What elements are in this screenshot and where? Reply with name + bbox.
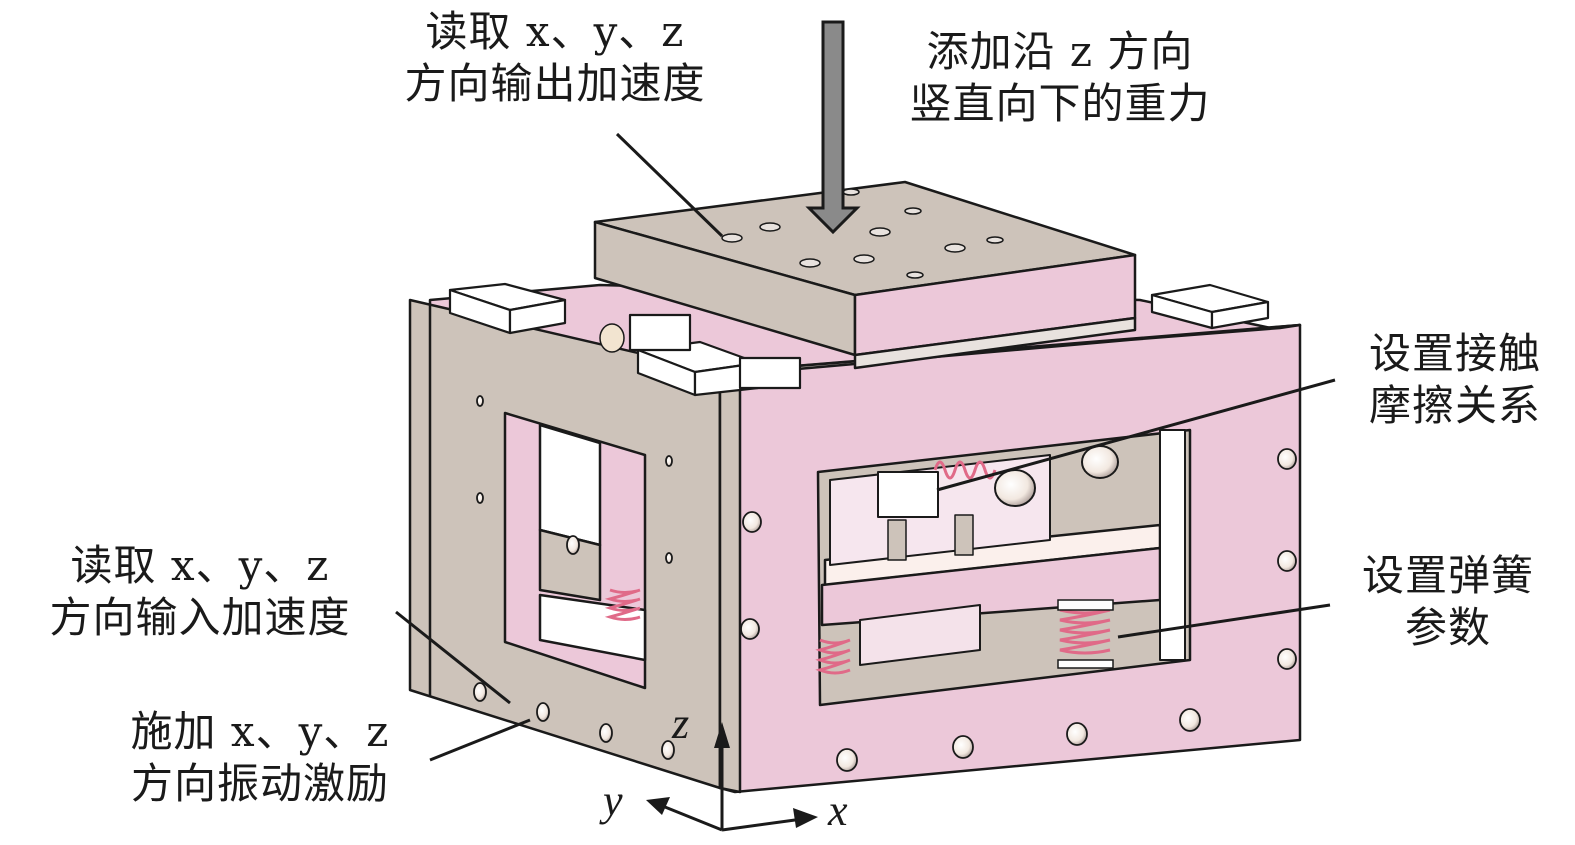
y-arrow-icon bbox=[646, 797, 670, 815]
gravity-arrow-icon bbox=[805, 20, 861, 235]
label-gravity: 添加沿 z 方向 竖直向下的重力 bbox=[860, 26, 1260, 130]
leader-contact bbox=[936, 378, 1336, 492]
leader-read-input bbox=[395, 610, 511, 705]
frame-holes bbox=[473, 395, 1297, 772]
label-line: 添加沿 z 方向 bbox=[926, 27, 1194, 76]
coordinate-axes bbox=[646, 722, 818, 832]
axis-label-z: z bbox=[672, 699, 690, 748]
box-frame bbox=[408, 283, 1302, 794]
label-line: 设置接触 bbox=[1368, 329, 1541, 378]
label-line: 设置弹簧 bbox=[1361, 551, 1534, 600]
spring-right bbox=[1059, 608, 1111, 655]
leader-lines bbox=[395, 132, 1336, 762]
clamp-blocks bbox=[448, 282, 1270, 397]
label-line: 方向输入加速度 bbox=[49, 593, 351, 642]
x-arrow-icon bbox=[793, 808, 818, 828]
label-excitation: 施加 x、y、z 方向振动激励 bbox=[90, 706, 430, 810]
label-line: 方向输出加速度 bbox=[404, 59, 706, 108]
spring-contact bbox=[933, 460, 997, 480]
leader-spring bbox=[1117, 603, 1331, 639]
leader-read-output bbox=[615, 132, 724, 238]
top-plate-holes bbox=[721, 188, 1004, 279]
label-line: 施加 x、y、z bbox=[130, 707, 390, 756]
label-line: 读取 x、y、z bbox=[70, 541, 330, 590]
axis-label-y: y bbox=[603, 776, 623, 825]
top-plate bbox=[593, 180, 1137, 370]
label-read-output: 读取 x、y、z 方向输出加速度 bbox=[355, 6, 755, 110]
z-arrow-icon bbox=[714, 722, 730, 748]
label-line: 摩擦关系 bbox=[1368, 381, 1541, 430]
label-line: 读取 x、y、z bbox=[425, 7, 685, 56]
spring-group bbox=[604, 460, 1111, 675]
leader-excitation bbox=[429, 718, 531, 762]
label-spring: 设置弹簧 参数 bbox=[1333, 550, 1563, 654]
label-line: 竖直向下的重力 bbox=[909, 79, 1211, 128]
axis-label-x: x bbox=[828, 786, 848, 835]
label-contact: 设置接触 摩擦关系 bbox=[1340, 328, 1570, 432]
label-read-input: 读取 x、y、z 方向输入加速度 bbox=[0, 540, 400, 644]
spring-left bbox=[604, 588, 641, 621]
label-line: 参数 bbox=[1404, 603, 1491, 652]
spring-center bbox=[815, 638, 851, 675]
label-line: 方向振动激励 bbox=[130, 759, 389, 808]
